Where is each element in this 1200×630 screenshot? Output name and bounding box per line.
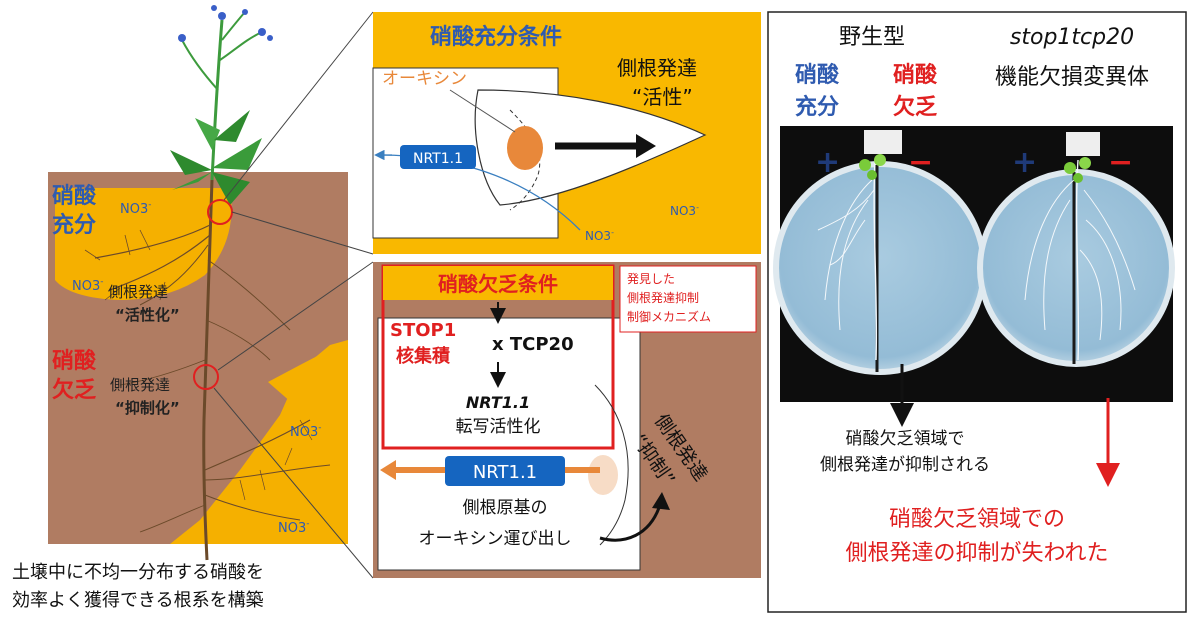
rich-result-2: “活性”	[632, 85, 693, 109]
transcription-label: 転写活性化	[456, 417, 541, 437]
mutant-result-2: 側根発達の抑制が失われた	[846, 541, 1109, 566]
no3-label: NO3-	[72, 277, 103, 294]
no3-label: NO3-	[120, 200, 151, 217]
rich-label-1: 硝酸	[52, 183, 97, 209]
minus-sign: −	[1108, 145, 1133, 180]
zoom-line-top-a	[223, 11, 374, 201]
lr-active-label-1: 側根発達	[108, 283, 168, 301]
nitrate-rich-panel: 硝酸充分条件 オーキシン NRT1.1 側根発達 “活性” NO3- NO3-	[372, 12, 761, 254]
experiment-panel: 野生型 stop1tcp20 機能欠損変異体 硝酸 充分 硝酸 欠乏 + − +	[767, 11, 1187, 613]
discovered-3: 制御メカニズム	[627, 309, 711, 324]
primordium-auxin	[588, 455, 618, 495]
caption-line-1: 土壌中に不均一分布する硝酸を	[12, 562, 264, 583]
soil-panel	[48, 172, 348, 544]
zoom-line-bottom-a	[217, 261, 374, 371]
zoom-line-top-b	[231, 211, 374, 255]
minus-sign: −	[908, 145, 933, 180]
poor-label-right-2: 欠乏	[893, 94, 937, 120]
nuclear-accumulation-label: 核集積	[396, 345, 451, 367]
no3-label: NO3-	[670, 203, 699, 218]
no3-label: NO3-	[278, 519, 309, 536]
auxin-spot	[507, 126, 543, 170]
no3-label: NO3-	[585, 228, 614, 243]
poor-title-bg	[383, 266, 613, 300]
export-label-2: オーキシン運び出し	[419, 529, 572, 549]
no3-label: NO3-	[290, 423, 321, 440]
rich-panel-title: 硝酸充分条件	[430, 24, 562, 50]
root-system	[84, 179, 331, 561]
nitrate-rich-patch-right	[268, 340, 348, 410]
discovered-2: 側根発達抑制	[627, 290, 699, 305]
auxin-label: オーキシン	[382, 69, 467, 89]
zoom-line-bottom-b	[213, 387, 374, 579]
nrt-label-top: NRT1.1	[413, 151, 463, 167]
plus-sign: +	[815, 145, 840, 180]
wt-result-1: 硝酸欠乏領域で	[846, 429, 965, 449]
mutant-plate: + −	[977, 132, 1175, 367]
mutant-result-1: 硝酸欠乏領域での	[889, 507, 1065, 532]
nitrate-rich-patch-top	[55, 188, 232, 300]
lr-repress-label-1: 側根発達	[110, 376, 170, 394]
nrt-gene-label: NRT1.1	[466, 393, 530, 412]
discovered-1: 発見した	[627, 272, 675, 286]
export-label-1: 側根原基の	[463, 498, 548, 518]
rich-label-right-2: 充分	[795, 94, 839, 120]
mutant-label-2: 機能欠損変異体	[995, 65, 1149, 90]
mechanism-box	[377, 317, 641, 571]
poor-panel-title: 硝酸欠乏条件	[438, 272, 558, 296]
lr-active-label-2: “活性化”	[115, 306, 180, 324]
discovered-box	[619, 265, 757, 333]
nrt-label-bottom: NRT1.1	[473, 462, 537, 483]
poor-label-right-1: 硝酸	[893, 62, 938, 88]
stop1-label: STOP1	[390, 320, 456, 341]
wildtype-label: 野生型	[839, 25, 905, 50]
rich-result-1: 側根発達	[617, 56, 697, 80]
poor-label-1: 硝酸	[52, 348, 97, 374]
mutant-label: stop1tcp20	[1010, 25, 1134, 50]
lr-repress-label-2: “抑制化”	[115, 399, 180, 417]
rich-label-right-1: 硝酸	[795, 62, 840, 88]
caption-line-2: 効率よく獲得できる根系を構築	[12, 590, 264, 611]
poor-label-2: 欠乏	[52, 377, 96, 403]
poor-zone-marker	[193, 364, 219, 390]
wt-result-2: 側根発達が抑制される	[820, 455, 990, 475]
rich-label-2: 充分	[52, 212, 96, 238]
nrt-box-bottom	[445, 456, 565, 486]
nitrate-poor-panel: 硝酸欠乏条件 発見した 側根発達抑制 制御メカニズム STOP1 核集積 x T…	[373, 262, 761, 578]
plant-shoot	[170, 5, 273, 205]
nrt-box-top	[400, 145, 476, 169]
tcp20-label: x TCP20	[492, 334, 574, 355]
plus-sign: +	[1012, 145, 1037, 180]
